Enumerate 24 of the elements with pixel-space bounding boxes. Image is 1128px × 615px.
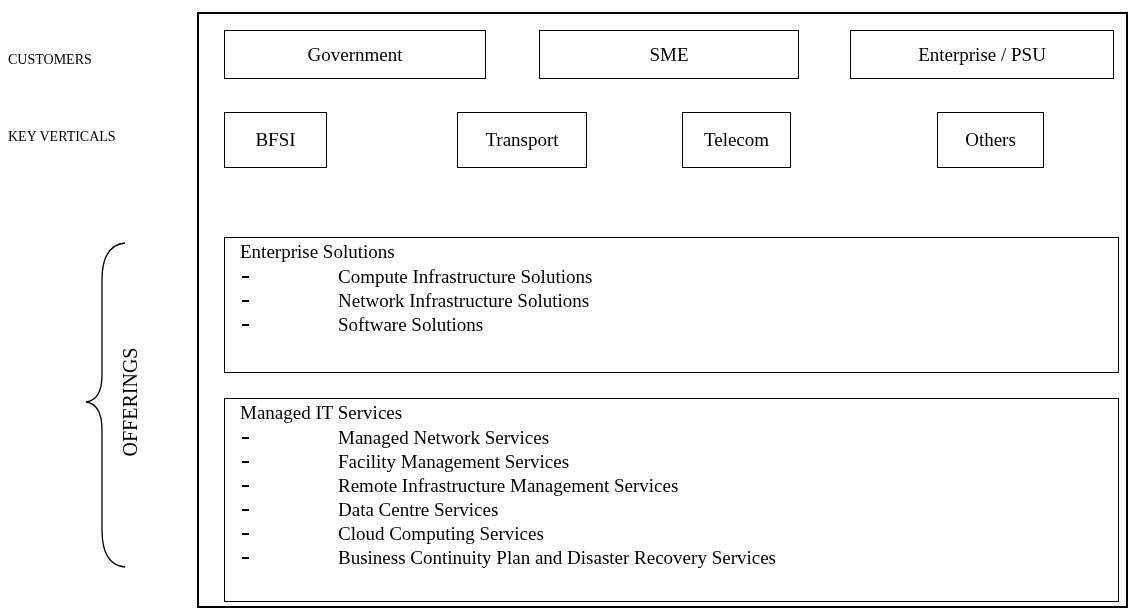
list-item: Compute Infrastructure Solutions: [338, 266, 593, 287]
list-item: Facility Management Services: [338, 451, 570, 472]
list-item: Software Solutions: [338, 314, 484, 335]
category-box: Government: [224, 30, 486, 79]
list-item: Business Continuity Plan and Disaster Recovery Services: [338, 547, 776, 568]
panel-heading: Managed IT Services: [240, 401, 403, 425]
list-item: Remote Infrastructure Management Services: [338, 475, 679, 496]
list-item: Managed Network Services: [338, 427, 550, 448]
offering-panel: [224, 237, 1119, 373]
category-box: Enterprise / PSU: [850, 30, 1114, 79]
row-label: CUSTOMERS: [8, 52, 92, 68]
row-label: KEY VERTICALS: [8, 129, 116, 145]
outer-frame: [197, 12, 1128, 608]
category-box: Telecom: [682, 112, 791, 168]
panel-heading: Enterprise Solutions: [240, 240, 395, 264]
offering-panel: [224, 398, 1119, 602]
section-label: OFFERINGS: [118, 347, 142, 457]
category-box: SME: [539, 30, 799, 79]
list-item: Data Centre Services: [338, 499, 499, 520]
category-box: Others: [937, 112, 1044, 168]
list-item: Cloud Computing Services: [338, 523, 544, 544]
category-box: Transport: [457, 112, 587, 168]
list-item: Network Infrastructure Solutions: [338, 290, 590, 311]
category-box: BFSI: [224, 112, 327, 168]
